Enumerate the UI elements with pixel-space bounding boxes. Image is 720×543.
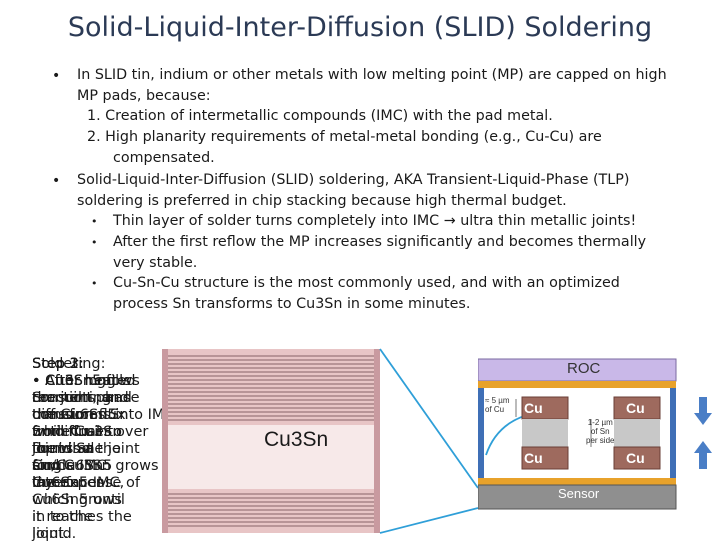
sensor-chip — [478, 484, 677, 510]
numbered-item-2-cont: compensated. — [113, 150, 215, 166]
numbered-item-2: 2. High planarity requirements of metal-… — [87, 129, 602, 145]
stripe — [168, 371, 374, 373]
sub-bullet-3-cont: process Sn transforms to Cu3Sn in some m… — [113, 296, 471, 312]
stripe — [168, 517, 374, 519]
stripe — [168, 415, 374, 417]
stripe — [168, 391, 374, 393]
cu-label: Cu — [524, 450, 543, 466]
sub-bullet-1: Thin layer of solder turns completely in… — [113, 213, 637, 229]
stripe — [168, 505, 374, 507]
sub-bullet-dot: • — [91, 277, 98, 290]
cu-label: Cu — [626, 400, 645, 416]
up-arrow-icon — [694, 441, 712, 469]
stripe — [168, 403, 374, 405]
bullet-1-line-2: MP pads, because: — [77, 88, 211, 104]
cu-label: Cu — [524, 400, 543, 416]
sensor-metal-layer — [478, 478, 676, 485]
stripe — [168, 383, 374, 385]
pillar-right — [613, 396, 661, 470]
sensor-label: Sensor — [558, 486, 600, 501]
cu3sn-layer — [168, 425, 374, 489]
stripe — [168, 399, 374, 401]
stripe — [168, 525, 374, 527]
stripe — [168, 355, 374, 357]
stripe — [168, 411, 374, 413]
bullet-2-line-1: Solid-Liquid-Inter-Diffusion (SLID) sold… — [77, 172, 630, 188]
stripe — [168, 513, 374, 515]
stripe — [168, 521, 374, 523]
numbered-item-1: 1. Creation of intermetallic compounds (… — [87, 108, 553, 124]
bullet-2-line-2: soldering is preferred in chip stacking … — [77, 193, 567, 209]
stripe — [168, 501, 374, 503]
stripe — [168, 375, 374, 377]
cu-sn-cu-structure-diagram — [478, 358, 712, 510]
stripe — [168, 509, 374, 511]
bullet-dot: • — [52, 68, 61, 84]
callout-line-top — [379, 348, 479, 489]
bullet-1-line-1: In SLID tin, indium or other metals with… — [77, 67, 667, 83]
bullet-dot: • — [52, 173, 61, 189]
stripe — [168, 379, 374, 381]
page-title: Solid-Liquid-Inter-Diffusion (SLID) Sold… — [67, 12, 653, 43]
down-arrow-icon — [694, 397, 712, 425]
roc-label: ROC — [567, 360, 601, 377]
stripe — [168, 363, 374, 365]
stripe — [168, 387, 374, 389]
cu3sn-label: Cu3Sn — [264, 428, 329, 451]
callout-line-bottom — [379, 507, 479, 534]
stripe — [168, 419, 374, 421]
sub-bullet-2: After the first reflow the MP increases … — [113, 234, 647, 250]
side-bar-right — [670, 388, 676, 478]
stripe — [168, 493, 374, 495]
stripe — [168, 359, 374, 361]
sub-bullet-dot: • — [91, 215, 98, 228]
roc-metal-layer — [478, 381, 676, 388]
cu6sn5-stripes-bottom — [168, 493, 374, 527]
side-bar-left — [478, 388, 484, 478]
joint-cross-section-diagram — [162, 349, 380, 533]
pillar-left — [521, 396, 569, 470]
stripe — [168, 395, 374, 397]
sub-bullet-3: Cu-Sn-Cu structure is the most commonly … — [113, 275, 620, 291]
sub-bullet-2-cont: very stable. — [113, 255, 198, 271]
sub-bullet-dot: • — [91, 236, 98, 249]
stripe — [168, 367, 374, 369]
stripe — [168, 407, 374, 409]
cu-label: Cu — [626, 450, 645, 466]
stripe — [168, 497, 374, 499]
cu6sn5-stripes-top — [168, 355, 374, 421]
